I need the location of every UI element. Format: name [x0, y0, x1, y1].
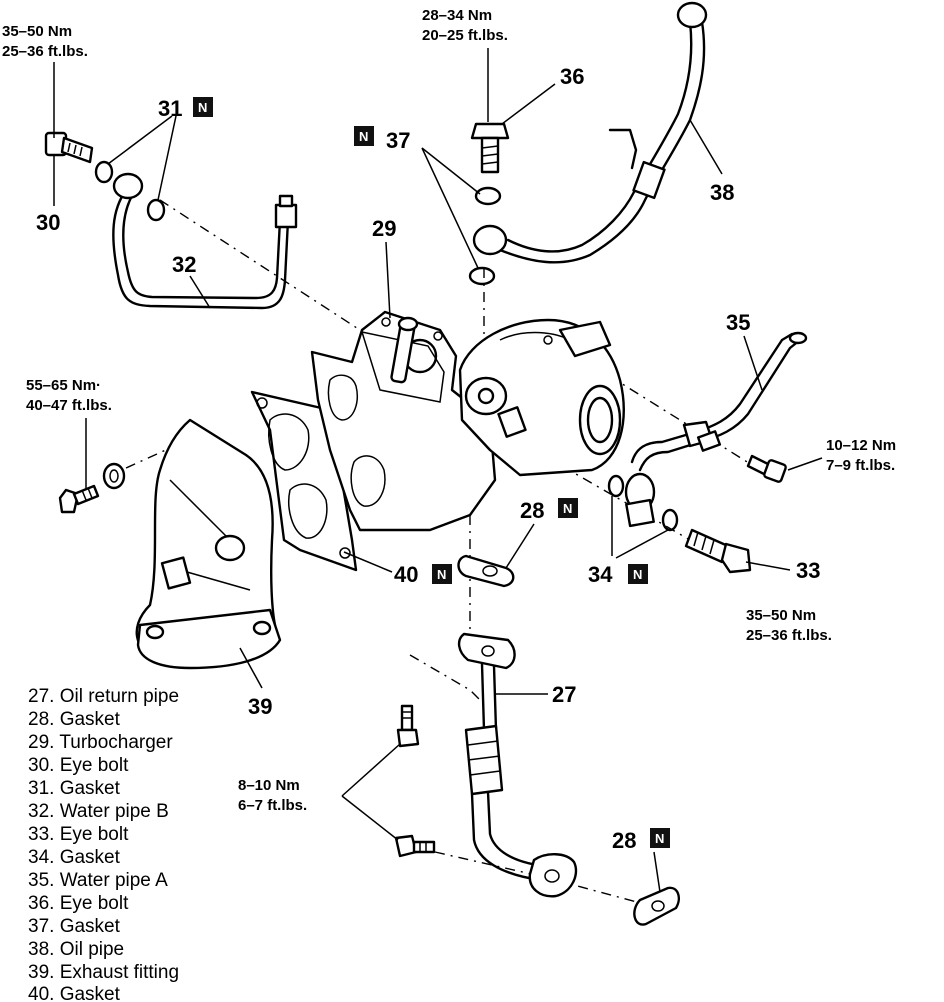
gasket-31-b	[146, 198, 166, 222]
gasket-28-lower	[633, 886, 680, 926]
badge-28-upper: N	[558, 498, 578, 518]
legend-item: 36. Eye bolt	[28, 893, 129, 914]
callout-27: 27	[552, 682, 576, 707]
callout-28-lower: 28	[612, 828, 636, 853]
parts-legend: 27. Oil return pipe 28. Gasket 29. Turbo…	[28, 686, 179, 1002]
svg-text:N: N	[437, 567, 446, 582]
water-pipe-a	[624, 331, 808, 528]
torque-27-ftlbs: 6–7 ft.lbs.	[238, 797, 307, 814]
callout-33: 33	[796, 558, 820, 583]
oil-pipe	[472, 1, 708, 264]
callout-28-upper: 28	[520, 498, 544, 523]
badge-34: N	[628, 564, 648, 584]
badge-28-lower: N	[650, 828, 670, 848]
torque-35-ftlbs: 7–9 ft.lbs.	[826, 457, 895, 474]
legend-item: 39. Exhaust fitting	[28, 962, 179, 983]
torque-specs: 35–50 Nm 25–36 ft.lbs. 28–34 Nm 20–25 ft…	[2, 7, 896, 814]
callout-37: 37	[386, 128, 410, 153]
exhaust-fitting	[135, 418, 282, 670]
gasket-28-upper-hole	[482, 565, 498, 577]
callout-32: 32	[172, 252, 196, 277]
torque-manifold-nm: 55–65 Nm·	[26, 377, 101, 394]
legend-item: 29. Turbocharger	[28, 732, 173, 753]
legend-item: 27. Oil return pipe	[28, 686, 179, 707]
svg-text:N: N	[655, 831, 664, 846]
badge-40: N	[432, 564, 452, 584]
badge-37: N	[354, 126, 374, 146]
svg-text:N: N	[563, 501, 572, 516]
gasket-31-a	[94, 160, 114, 184]
badge-31: N	[193, 97, 213, 117]
callouts: 27 28 28 29 30 31 32 33 34 35 36 37 38 3…	[36, 64, 820, 853]
svg-text:N: N	[359, 129, 368, 144]
torque-27-nm: 8–10 Nm	[238, 777, 300, 794]
legend-item: 40. Gasket	[28, 984, 121, 1002]
oil-return-bolt-lower	[394, 834, 436, 858]
torque-30-nm: 35–50 Nm	[2, 23, 72, 40]
torque-manifold-ftlbs: 40–47 ft.lbs.	[26, 397, 112, 414]
compressor-housing	[458, 318, 625, 477]
gasket-28-upper	[457, 554, 515, 588]
torque-36-ftlbs: 20–25 ft.lbs.	[422, 27, 508, 44]
torque-36-nm: 28–34 Nm	[422, 7, 492, 24]
callout-31: 31	[158, 96, 182, 121]
callout-38: 38	[710, 180, 734, 205]
manifold-bolt	[58, 462, 126, 514]
replace-badges: N N N N N N	[193, 97, 670, 848]
oil-return-bolt-upper	[396, 704, 420, 748]
leader-lines	[53, 48, 823, 893]
callout-40: 40	[394, 562, 418, 587]
eye-bolt-36	[470, 122, 510, 174]
torque-33-nm: 35–50 Nm	[746, 607, 816, 624]
gasket-37-a	[474, 186, 502, 206]
callout-39: 39	[248, 694, 272, 719]
legend-item: 33. Eye bolt	[28, 824, 129, 845]
legend-item: 38. Oil pipe	[28, 939, 124, 960]
water-pipe-a-bolt	[746, 454, 787, 483]
svg-text:N: N	[198, 100, 207, 115]
oil-return-pipe	[457, 632, 578, 898]
callout-35: 35	[726, 310, 750, 335]
callout-34: 34	[588, 562, 613, 587]
legend-item: 37. Gasket	[28, 916, 121, 937]
gasket-34-a	[607, 474, 625, 498]
turbocharger	[310, 310, 497, 532]
legend-item: 35. Water pipe A	[28, 870, 168, 891]
gasket-37-b	[468, 266, 496, 286]
eye-bolt-33	[684, 528, 752, 574]
water-pipe-b	[112, 172, 298, 310]
torque-35-nm: 10–12 Nm	[826, 437, 896, 454]
callout-29: 29	[372, 216, 396, 241]
legend-item: 30. Eye bolt	[28, 755, 129, 776]
callout-36: 36	[560, 64, 584, 89]
eye-bolt-30	[44, 131, 94, 164]
torque-30-ftlbs: 25–36 ft.lbs.	[2, 43, 88, 60]
legend-item: 28. Gasket	[28, 709, 121, 730]
legend-item: 31. Gasket	[28, 778, 121, 799]
gasket-28-lower-hole	[651, 900, 665, 912]
legend-item: 32. Water pipe B	[28, 801, 169, 822]
torque-33-ftlbs: 25–36 ft.lbs.	[746, 627, 832, 644]
gasket-34-b	[661, 508, 679, 532]
legend-item: 34. Gasket	[28, 847, 121, 868]
svg-text:N: N	[633, 567, 642, 582]
callout-30: 30	[36, 210, 60, 235]
